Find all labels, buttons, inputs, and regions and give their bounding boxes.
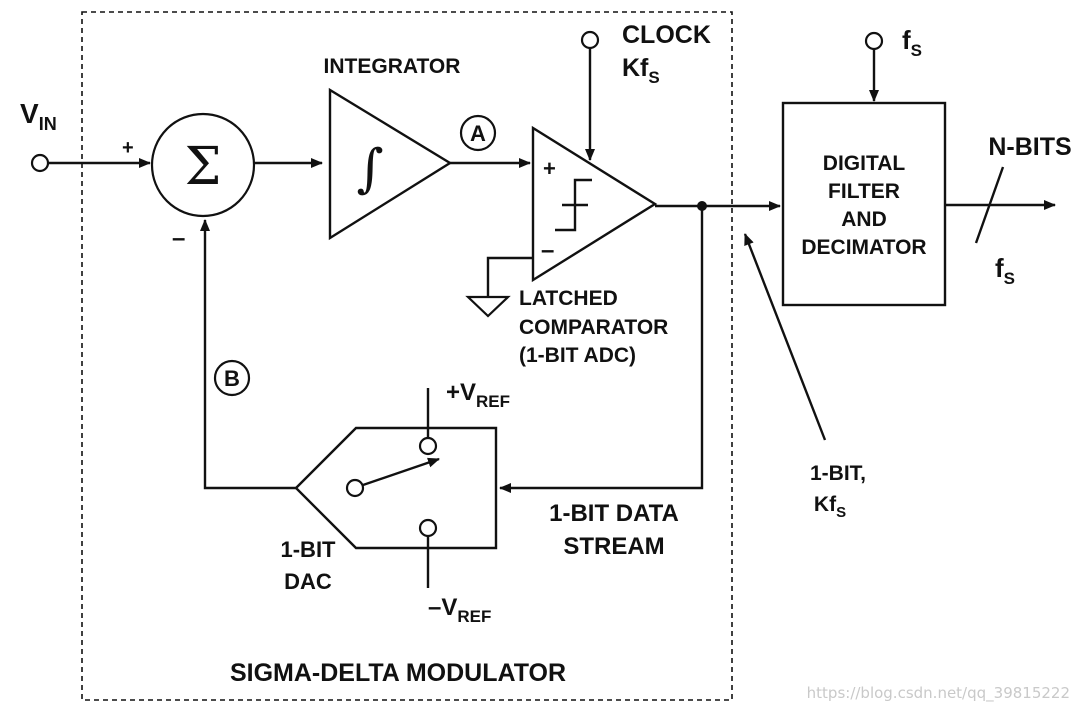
digital-filter-block	[781, 101, 947, 307]
comparator-label-line-3: (1-BIT ADC)	[519, 344, 636, 367]
vref-neg-label: –VREF	[428, 594, 491, 626]
vref-pos-label: +VREF	[446, 379, 510, 411]
vref-pos-terminal	[418, 436, 438, 456]
node-a-circle	[459, 114, 497, 152]
dac-to-summer-wire	[200, 219, 296, 490]
modulator-label: SIGMA-DELTA MODULATOR	[230, 659, 566, 687]
integrator-triangle	[328, 87, 453, 241]
bitstream-label-line-2: KfS	[814, 493, 846, 521]
clock-label: CLOCK	[622, 21, 711, 49]
filter-label-line-4: DECIMATOR	[801, 236, 926, 259]
dac-common-terminal	[345, 478, 365, 498]
comparator-ground-wire	[486, 256, 533, 297]
summer-minus-sign: –	[172, 225, 185, 252]
bitstream-label-line-1: 1-BIT,	[810, 462, 866, 485]
feedback-wire	[499, 206, 704, 493]
sigma-symbol: Σ	[185, 137, 222, 197]
filter-label-line-2: FILTER	[828, 180, 900, 203]
vin-input-node	[30, 153, 50, 173]
output-bits-label: N-BITS	[988, 133, 1071, 161]
dac-block	[294, 426, 498, 550]
filter-clock-label: fS	[902, 25, 922, 60]
bitstream-pointer-arrow	[743, 233, 827, 441]
node-a-label: A	[470, 121, 486, 146]
vin-label: VIN	[20, 98, 57, 134]
filter-label-line-3: AND	[841, 208, 887, 231]
vref-neg-terminal	[418, 518, 438, 538]
comparator-label-line-1: LATCHED	[519, 287, 618, 310]
comparator-minus-sign: –	[541, 237, 554, 264]
comparator-triangle	[531, 125, 658, 283]
comparator-plus-sign: +	[543, 156, 556, 181]
data-stream-label-line-2: STREAM	[563, 533, 664, 560]
integral-symbol: ∫	[356, 139, 383, 199]
filter-clock-node	[864, 31, 884, 51]
comparator-label-line-2: COMPARATOR	[519, 316, 668, 339]
bus-slash	[974, 166, 1005, 244]
dac-label-line-1: 1-BIT	[281, 537, 337, 562]
dac-switch-arm	[362, 457, 440, 487]
integrator-label: INTEGRATOR	[324, 55, 461, 78]
node-b-label: B	[224, 366, 240, 391]
ground-icon	[465, 295, 511, 318]
watermark: https://blog.csdn.net/qq_39815222	[807, 684, 1070, 703]
clock-rate-label: KfS	[622, 54, 660, 87]
output-rate-label: fS	[995, 253, 1015, 288]
filter-label-line-1: DIGITAL	[823, 152, 906, 175]
dac-label-line-2: DAC	[284, 569, 332, 594]
data-stream-label-line-1: 1-BIT DATA	[549, 500, 679, 527]
modulator-boundary	[81, 11, 733, 701]
node-b-circle	[213, 359, 251, 397]
summing-junction	[150, 112, 256, 218]
summer-plus-sign: +	[122, 137, 134, 159]
clock-input-node	[580, 30, 600, 50]
